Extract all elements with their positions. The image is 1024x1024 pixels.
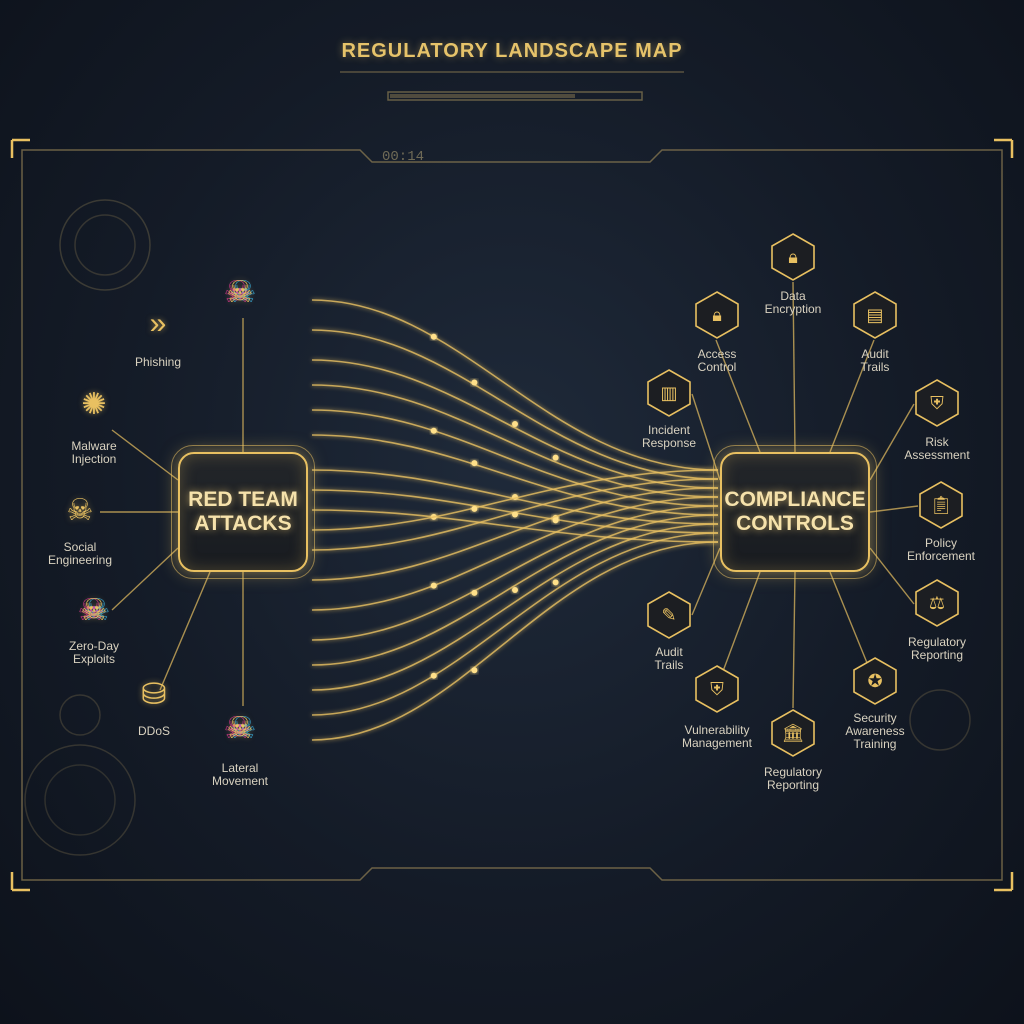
spoke-line	[111, 547, 179, 611]
attack-label-ddos: DDoS	[137, 724, 170, 738]
flow-pulse	[512, 421, 518, 427]
control-label-security-awareness: Security Awareness Training	[845, 711, 905, 751]
flow-pulse	[552, 517, 559, 524]
lock-icon: 🔒︎	[770, 232, 816, 282]
spoke-line	[792, 281, 796, 453]
compliance-hub: COMPLIANCE CONTROLS	[713, 445, 877, 579]
building-icon: 🏛︎	[770, 708, 816, 758]
control-label-regulatory-reporting: Regulatory Reporting	[907, 635, 967, 662]
chevron-arrows-icon: »	[149, 307, 167, 340]
skull-network-icon: ☠	[66, 493, 94, 527]
attack-label-lateral-movement: Lateral Movement	[211, 761, 269, 788]
spoke-line	[159, 571, 211, 691]
flow-pulse	[430, 582, 437, 589]
attack-label-phishing: Phishing	[134, 355, 182, 369]
flow-wire	[311, 496, 719, 611]
flow-wire	[311, 489, 719, 534]
attack-label-malware: Malware Injection	[71, 439, 117, 466]
shield-icon: ⛨	[694, 664, 740, 714]
control-label-regulatory-reporting-2: Regulatory Reporting	[763, 765, 823, 792]
hud-frame	[10, 71, 1014, 892]
compliance-hub-label: COMPLIANCE CONTROLS	[724, 488, 866, 535]
flow-wire	[311, 478, 719, 551]
control-label-access-control: Access Control	[697, 347, 737, 374]
flow-pulse	[430, 672, 437, 679]
control-label-policy-enforcement: Policy Enforcement	[906, 536, 976, 563]
flow-pulse	[471, 460, 478, 467]
flow-wire	[311, 532, 719, 716]
spoke-line	[111, 429, 179, 481]
spoke-line	[869, 547, 915, 605]
flow-wire	[311, 384, 719, 498]
flow-wire	[311, 469, 719, 525]
skull-icon: ☠	[226, 275, 254, 309]
spoke-line	[792, 571, 796, 709]
flow-wire	[311, 329, 719, 480]
attack-label-social-engineering: Social Engineering	[47, 540, 113, 567]
red-team-hub-label: RED TEAM ATTACKS	[188, 488, 298, 535]
flow-pulse	[471, 505, 478, 512]
page-title: REGULATORY LANDSCAPE MAP	[341, 40, 683, 62]
control-label-risk-assessment: Risk Assessment	[904, 435, 970, 462]
flow-pulse	[471, 589, 478, 596]
flow-wire	[311, 299, 719, 471]
attack-label-zero-day: Zero-Day Exploits	[68, 639, 119, 666]
lock-icon: 🔒︎	[694, 290, 740, 340]
spoke-line	[869, 403, 915, 481]
badge-icon: ✪	[852, 656, 898, 706]
shield-icon: ⛨	[914, 378, 960, 428]
spoke-line	[869, 505, 919, 513]
flow-wire	[311, 469, 719, 531]
control-label-audit-trails: Audit Trails	[860, 347, 890, 374]
red-team-hub: RED TEAM ATTACKS	[171, 445, 315, 579]
control-label-incident-response: Incident Response	[641, 423, 697, 450]
spoke-line	[715, 339, 761, 453]
flow-pulse	[471, 379, 478, 386]
scales-icon: ⚖	[914, 578, 960, 628]
flow-pulse	[512, 511, 518, 518]
flow-pulse	[552, 579, 559, 586]
skull-icon: ☠	[226, 711, 254, 745]
hud-counter: 00:14	[382, 149, 424, 165]
flow-wire	[311, 487, 719, 581]
document-search-icon: ▤	[852, 290, 898, 340]
flow-wire	[311, 409, 719, 507]
database-burst-icon: ⛁	[141, 677, 167, 711]
virus-icon: ✺	[81, 387, 107, 421]
flow-wire	[311, 359, 719, 489]
flow-pulse	[512, 587, 518, 593]
flow-pulse	[552, 454, 559, 461]
clipboard-icon: 📋︎	[918, 480, 964, 530]
flow-wire	[311, 541, 719, 741]
control-label-vulnerability-management: Vulnerability Management	[681, 723, 753, 750]
attack-flow-lines	[311, 299, 719, 741]
flow-wire	[311, 434, 719, 516]
document-edit-icon: ✎	[646, 590, 692, 640]
spoke-line	[829, 339, 875, 453]
flow-pulse	[430, 427, 437, 434]
flow-wire	[311, 505, 719, 641]
skull-icon: ☠	[80, 593, 108, 627]
flow-wire	[311, 509, 719, 543]
control-label-audit-trails-2: Audit Trails	[654, 645, 684, 672]
flow-wire	[311, 523, 719, 691]
document-alert-icon: ▥	[646, 368, 692, 418]
control-label-data-encryption: Data Encryption	[764, 289, 822, 316]
flow-pulse	[471, 667, 478, 674]
flow-wire	[311, 514, 719, 666]
flow-pulse	[430, 333, 437, 340]
